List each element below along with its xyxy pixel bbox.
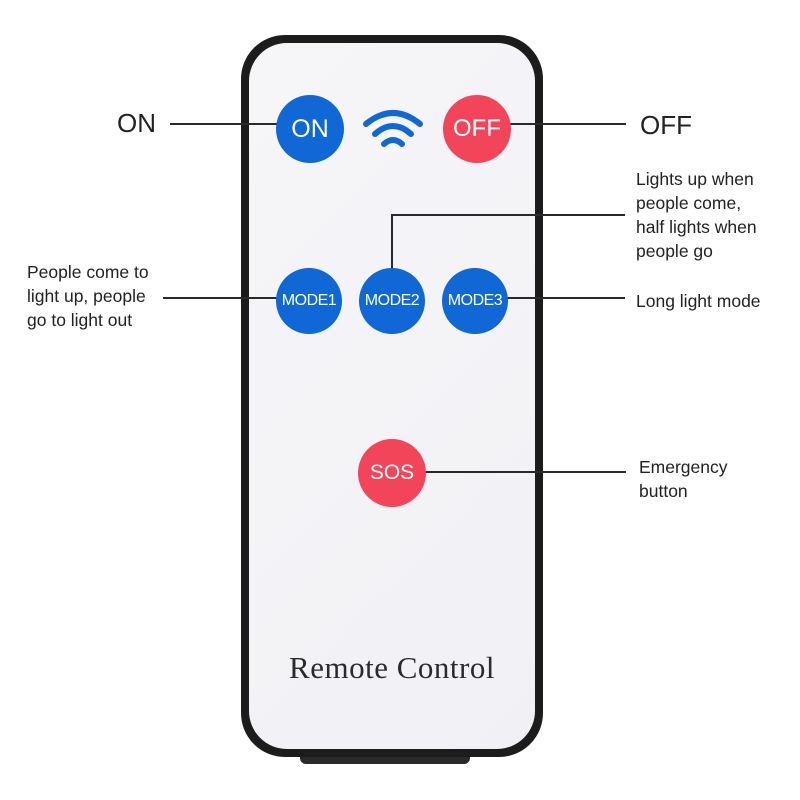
sos-button[interactable]: SOS bbox=[358, 439, 426, 507]
callout-off: OFF bbox=[640, 110, 692, 140]
callout-mode1-line: light up, people bbox=[27, 286, 146, 306]
sos-button-label: SOS bbox=[369, 461, 415, 484]
mode2-button-label: MODE2 bbox=[364, 292, 420, 309]
on-button[interactable]: ON bbox=[276, 95, 344, 163]
mode3-button-label: MODE3 bbox=[447, 292, 503, 309]
callout-mode1: People come to light up, people go to li… bbox=[27, 260, 149, 332]
callout-mode1-line: People come to bbox=[27, 262, 149, 282]
mode3-button[interactable]: MODE3 bbox=[442, 268, 508, 334]
callout-sos: Emergency button bbox=[639, 455, 728, 503]
wifi-signal-icon bbox=[363, 110, 423, 147]
off-button-label: OFF bbox=[453, 115, 501, 142]
mode2-button[interactable]: MODE2 bbox=[359, 268, 425, 334]
remote-control-label: Remote Control bbox=[289, 650, 495, 685]
mode1-button[interactable]: MODE1 bbox=[276, 268, 342, 334]
off-button[interactable]: OFF bbox=[443, 95, 511, 163]
callout-mode1-line: go to light out bbox=[27, 310, 133, 330]
callout-mode2-line: people come, bbox=[636, 193, 742, 213]
callout-mode2-line: Lights up when bbox=[636, 169, 754, 189]
callout-mode2-line: people go bbox=[636, 241, 713, 261]
callout-sos-line: button bbox=[639, 481, 688, 501]
callout-sos-line: Emergency bbox=[639, 457, 728, 477]
callout-mode2: Lights up when people come, half lights … bbox=[636, 167, 757, 263]
on-button-label: ON bbox=[291, 114, 329, 143]
callout-mode3: Long light mode bbox=[636, 291, 761, 311]
callout-mode2-line: half lights when bbox=[636, 217, 757, 237]
mode1-button-label: MODE1 bbox=[281, 292, 337, 309]
callout-on: ON bbox=[117, 108, 156, 138]
